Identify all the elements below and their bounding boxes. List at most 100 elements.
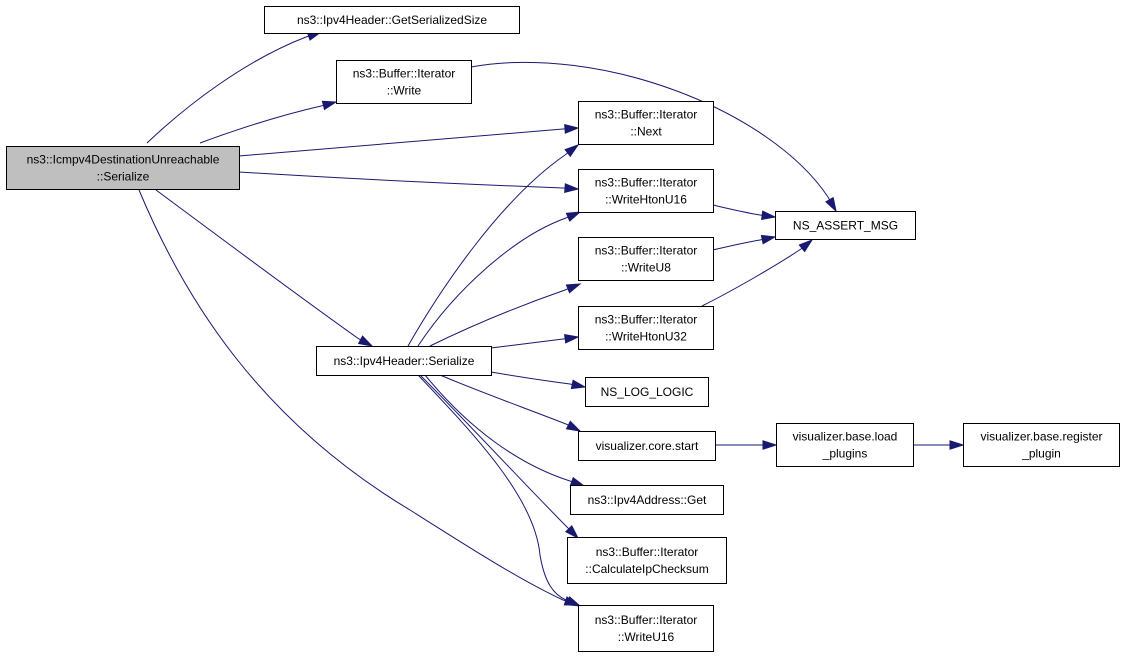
arrow-head-icon: [564, 124, 580, 134]
arrow-head-icon: [565, 420, 582, 432]
node-box[interactable]: [585, 377, 709, 407]
node-label: ::Write: [387, 84, 422, 98]
arrow-head-icon: [761, 210, 777, 221]
arrow-head-icon: [570, 379, 587, 390]
node-label: ns3::Buffer::Iterator: [595, 244, 698, 258]
edge-line: [712, 239, 761, 251]
node-label: ns3::Buffer::Iterator: [595, 108, 698, 122]
edge-vis_load-to-vis_reg: [913, 440, 965, 450]
node-ns_log[interactable]: NS_LOG_LOGIC: [585, 377, 709, 407]
node-vis_reg[interactable]: visualizer.base.register _plugin: [963, 423, 1120, 467]
node-vis_load[interactable]: visualizer.base.load_plugins: [776, 423, 914, 467]
node-box[interactable]: [578, 169, 714, 213]
node-box[interactable]: [578, 431, 716, 461]
arrow-head-icon: [564, 333, 580, 344]
node-label: ns3::Buffer::Iterator: [353, 67, 456, 81]
edge-line: [712, 204, 761, 216]
node-label: ::WriteU8: [621, 261, 671, 275]
edge-root-to-ipv4_gss: [146, 31, 323, 144]
node-box[interactable]: [570, 485, 724, 515]
node-box[interactable]: [336, 60, 472, 104]
edge-line: [701, 248, 802, 307]
arrow-head-icon: [565, 283, 582, 294]
arrow-head-icon: [569, 476, 586, 487]
node-buf_wu8[interactable]: ns3::Buffer::Iterator::WriteU8: [578, 237, 714, 281]
edge-line: [407, 154, 566, 347]
arrow-head-icon: [825, 196, 837, 213]
edge-line: [490, 338, 564, 349]
node-label: ::Next: [630, 125, 662, 139]
edge-ipv4_ser-to-buf_whu16: [417, 211, 582, 347]
node-buf_whu32[interactable]: ns3::Buffer::Iterator::WriteHtonU32: [578, 306, 714, 350]
node-box[interactable]: [264, 6, 520, 34]
edge-vis_start-to-vis_load: [715, 440, 778, 450]
edge-ipv4_ser-to-buf_whu32: [490, 333, 580, 349]
edge-root-to-buf_write: [199, 100, 338, 144]
edge-buf_write-to-ns_assert: [470, 61, 837, 213]
node-label: ns3::Buffer::Iterator: [595, 613, 698, 627]
node-buf_write[interactable]: ns3::Buffer::Iterator::Write: [336, 60, 472, 104]
node-label: ns3::Ipv4Header::Serialize: [334, 354, 475, 368]
node-label: visualizer.core.start: [596, 439, 699, 453]
node-label: ns3::Buffer::Iterator: [595, 313, 698, 327]
node-label: ::Serialize: [97, 170, 150, 184]
node-label: visualizer.base.register: [980, 430, 1102, 444]
arrow-head-icon: [357, 335, 374, 347]
edge-line-end: [564, 152, 569, 156]
edge-line: [439, 374, 567, 425]
edge-line: [199, 105, 322, 144]
node-buf_next[interactable]: ns3::Buffer::Iterator::Next: [578, 101, 714, 145]
node-box[interactable]: [963, 423, 1120, 467]
node-ns_assert[interactable]: NS_ASSERT_MSG: [775, 211, 916, 240]
edge-root-to-buf_whu16: [238, 171, 580, 193]
node-vis_start[interactable]: visualizer.core.start: [578, 431, 716, 461]
edge-line: [429, 289, 566, 347]
node-box[interactable]: [776, 423, 914, 467]
node-box[interactable]: [316, 346, 492, 376]
edge-line: [238, 171, 564, 189]
edge-line: [417, 374, 567, 601]
node-box[interactable]: [578, 306, 714, 350]
node-buf_whu16[interactable]: ns3::Buffer::Iterator::WriteHtonU16: [578, 169, 714, 213]
node-box[interactable]: [578, 101, 714, 145]
node-box[interactable]: [6, 146, 240, 190]
edge-ipv4_ser-to-ipv4addr_get: [424, 374, 586, 487]
node-label: _plugins: [822, 447, 868, 461]
edge-root-to-ipv4_ser: [155, 189, 374, 347]
edge-ipv4_ser-to-vis_start: [439, 374, 582, 432]
edge-buf_wu8-to-ns_assert: [712, 234, 777, 251]
node-root[interactable]: ns3::Icmpv4DestinationUnreachable::Seria…: [6, 146, 240, 190]
arrow-head-icon: [762, 440, 778, 450]
node-label: ns3::Ipv4Address::Get: [588, 493, 707, 507]
node-label: _plugin: [1021, 447, 1061, 461]
edge-root-to-buf_next: [238, 124, 580, 157]
edge-line: [490, 371, 571, 385]
node-box[interactable]: [775, 211, 916, 240]
edge-buf_whu32-to-ns_assert: [701, 238, 814, 307]
node-label: ::WriteHtonU32: [605, 330, 687, 344]
node-buf_calc[interactable]: ns3::Buffer::Iterator::CalculateIpChecks…: [567, 537, 727, 584]
node-ipv4_ser[interactable]: ns3::Ipv4Header::Serialize: [316, 346, 492, 376]
node-label: ::WriteU16: [618, 630, 675, 644]
node-label: ns3::Ipv4Header::GetSerializedSize: [297, 13, 487, 27]
edge-line: [424, 374, 571, 482]
node-box[interactable]: [578, 605, 714, 652]
node-ipv4addr_get[interactable]: ns3::Ipv4Address::Get: [570, 485, 724, 515]
edge-ipv4_ser-to-buf_wu8: [429, 283, 582, 347]
edge-ipv4_ser-to-buf_next: [407, 144, 580, 347]
edge-buf_whu16-to-ns_assert: [712, 204, 777, 221]
edge-line-end: [564, 288, 569, 291]
arrow-head-icon: [565, 211, 582, 222]
arrow-head-icon: [564, 183, 580, 193]
arrow-head-icon: [564, 144, 580, 158]
edges-layer: [138, 31, 965, 607]
node-buf_wu16[interactable]: ns3::Buffer::Iterator::WriteU16: [578, 605, 714, 652]
node-box[interactable]: [578, 237, 714, 281]
node-ipv4_gss[interactable]: ns3::Ipv4Header::GetSerializedSize: [264, 6, 520, 34]
arrow-head-icon: [798, 238, 814, 253]
node-box[interactable]: [567, 537, 727, 584]
edge-line: [155, 189, 360, 340]
arrow-head-icon: [760, 234, 777, 245]
node-label: ::WriteHtonU16: [605, 193, 687, 207]
